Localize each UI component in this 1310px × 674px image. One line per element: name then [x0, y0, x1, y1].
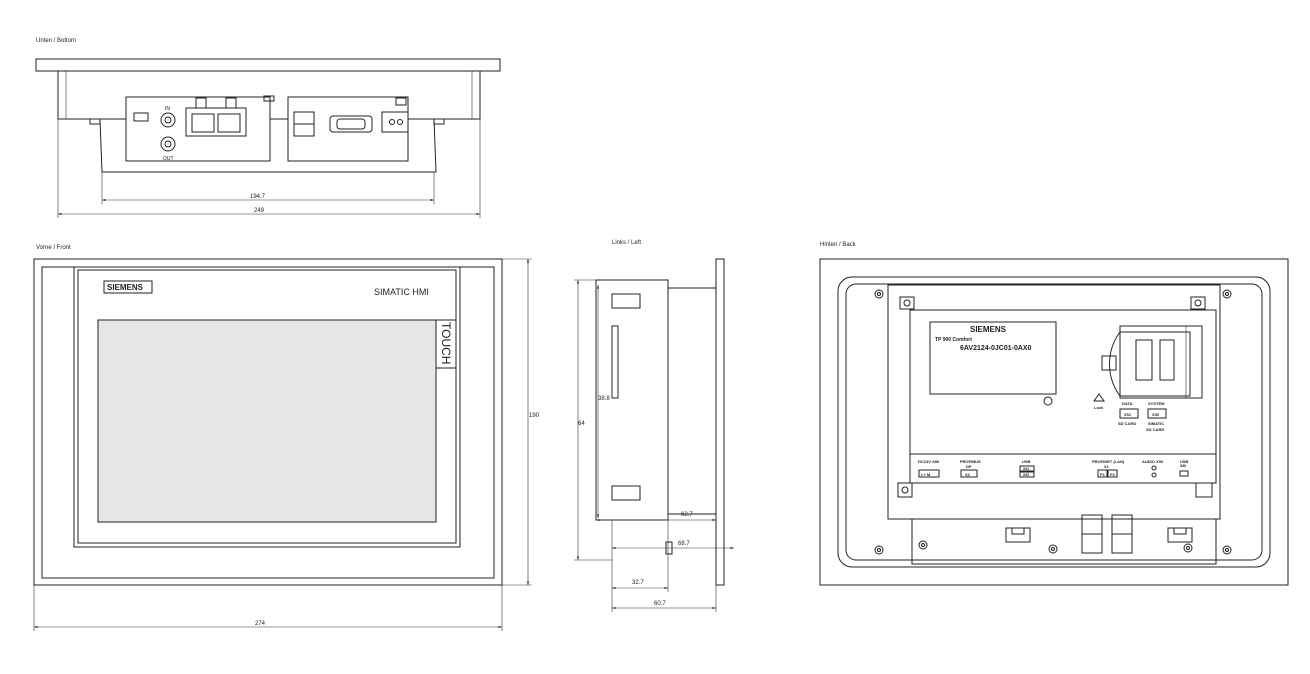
- touch-label-box: [435, 319, 457, 369]
- profinet-port-2: [1107, 469, 1118, 478]
- port-panel-left: [125, 96, 271, 162]
- audio-in-label: IN: [165, 106, 170, 112]
- port-power-title: DC24V X80: [918, 459, 940, 464]
- profibus-port: [960, 469, 978, 478]
- audio-jack-1: [1151, 465, 1157, 471]
- sd-system-port: [1147, 408, 1167, 419]
- port-profinet-p1: P1: [1100, 472, 1106, 477]
- dim-left-depth-4: 60.7: [654, 601, 666, 607]
- mounting-screws: [874, 289, 1232, 555]
- port-usb2-title: USB: [1180, 459, 1189, 464]
- port-profinet-sub: X1: [1104, 464, 1110, 469]
- left-mid-housing: [667, 287, 717, 515]
- front-product-name: SIMATIC HMI: [374, 287, 429, 297]
- profinet-port-1: [1097, 469, 1108, 478]
- sd-data-sub: SD CARD: [1118, 421, 1136, 426]
- front-outer-frame: [33, 258, 503, 586]
- back-view-title: Hinten / Back: [820, 242, 857, 248]
- mini-usb-back: [1179, 470, 1189, 477]
- left-view: Links / Left 64 38.8 62.7 68.7 32.7 60.7: [574, 240, 734, 612]
- profinet-rj45-ports: [185, 107, 247, 137]
- back-lower-housing: [911, 518, 1217, 565]
- front-view-title: Vorne / Front: [36, 245, 71, 251]
- lower-clip-left: [1005, 527, 1031, 543]
- left-side-slot: [611, 325, 619, 399]
- sd-system-sub: SIMATIC: [1148, 421, 1164, 426]
- power-port: [918, 469, 940, 478]
- usb-port-2: [1019, 471, 1035, 478]
- dim-left-height-outer: 64: [578, 421, 585, 427]
- left-clamp-top: [611, 293, 641, 309]
- dsub-connector: [329, 115, 373, 133]
- front-panel: [73, 266, 461, 548]
- back-seal-outer: [837, 276, 1271, 568]
- dim-front-height: 190: [529, 413, 540, 419]
- display-screen: [97, 319, 437, 523]
- port-usb-title: USB: [1022, 459, 1031, 464]
- lock-label: Lock: [1094, 405, 1104, 410]
- audio-jack-2: [1151, 472, 1157, 478]
- sd-system-sub2: SD CARD: [1146, 427, 1164, 432]
- front-view: Vorne / Front SIEMENS SIMATIC HMI TOUCH …: [33, 245, 540, 631]
- port-profinet-p2: P2: [1110, 472, 1116, 477]
- back-housing: [887, 284, 1221, 520]
- type-plate-brand: SIEMENS: [970, 325, 1007, 334]
- dim-bottom-outer: 249: [254, 208, 265, 214]
- port-power-pins: L+ M: [921, 472, 931, 477]
- front-touch-label: TOUCH: [439, 322, 453, 364]
- port-profibus-sub: DP: [966, 464, 972, 469]
- sd-data-port-label: X51: [1124, 412, 1132, 417]
- back-view: Hinten / Back SIEMENS TP 900 Comfort 6AV…: [819, 242, 1289, 586]
- sd-data-port: [1119, 408, 1139, 419]
- sd-system-title: SYSTEM: [1148, 401, 1165, 406]
- dim-left-depth-2: 68.7: [678, 541, 690, 547]
- lock-icon: [1093, 393, 1105, 402]
- back-outer-frame: [819, 258, 1289, 586]
- sd-card-slot-housing: [1119, 325, 1203, 399]
- dim-left-depth-1: 62.7: [681, 512, 693, 518]
- siemens-logo-box: [103, 280, 153, 294]
- back-seal-inner: [845, 283, 1263, 561]
- port-profibus-port: X2: [965, 472, 971, 477]
- type-plate-order-no: 6AV2124-0JC01-0AX0: [960, 345, 1032, 352]
- port-usb-p2: X62: [1023, 473, 1029, 477]
- type-plate-model: TP 900 Comfort: [935, 337, 972, 343]
- rear-housing: [99, 118, 437, 173]
- front-brand: SIEMENS: [107, 283, 144, 292]
- port-strip: [909, 453, 1217, 484]
- bottom-view: Unten / Bottom IN OUT: [35, 38, 501, 218]
- left-view-title: Links / Left: [612, 240, 641, 246]
- type-plate: [929, 321, 1057, 395]
- power-connector: [381, 111, 409, 133]
- sd-data-title: DATA: [1122, 401, 1133, 406]
- audio-in-jack: [160, 112, 176, 128]
- sd-system-port-label: X50: [1152, 412, 1160, 417]
- port-profibus-title: PROFIBUS: [960, 459, 981, 464]
- dim-left-depth-3: 32.7: [632, 580, 644, 586]
- port-usb2-port: X60: [1180, 464, 1186, 468]
- dim-front-width: 274: [255, 621, 266, 627]
- port-profinet-title: PROFINET (LAN): [1092, 459, 1125, 464]
- dim-bottom-inner: 194.7: [250, 194, 266, 200]
- dim-left-height-inner: 38.8: [598, 396, 610, 402]
- mini-usb-port: [133, 112, 149, 122]
- lower-clip-right: [1167, 527, 1193, 543]
- front-bezel-edge: [35, 58, 501, 72]
- left-clamp-bottom: [611, 485, 641, 501]
- usb-port-1: [1019, 465, 1035, 472]
- bottom-view-title: Unten / Bottom: [36, 38, 76, 44]
- audio-out-label: OUT: [163, 156, 174, 162]
- audio-out-jack: [160, 136, 176, 152]
- port-audio-title: AUDIO X90: [1142, 459, 1164, 464]
- sd-card-cover: [1108, 331, 1191, 397]
- port-usb-p1: X61: [1023, 467, 1029, 471]
- left-front-bezel: [715, 258, 725, 586]
